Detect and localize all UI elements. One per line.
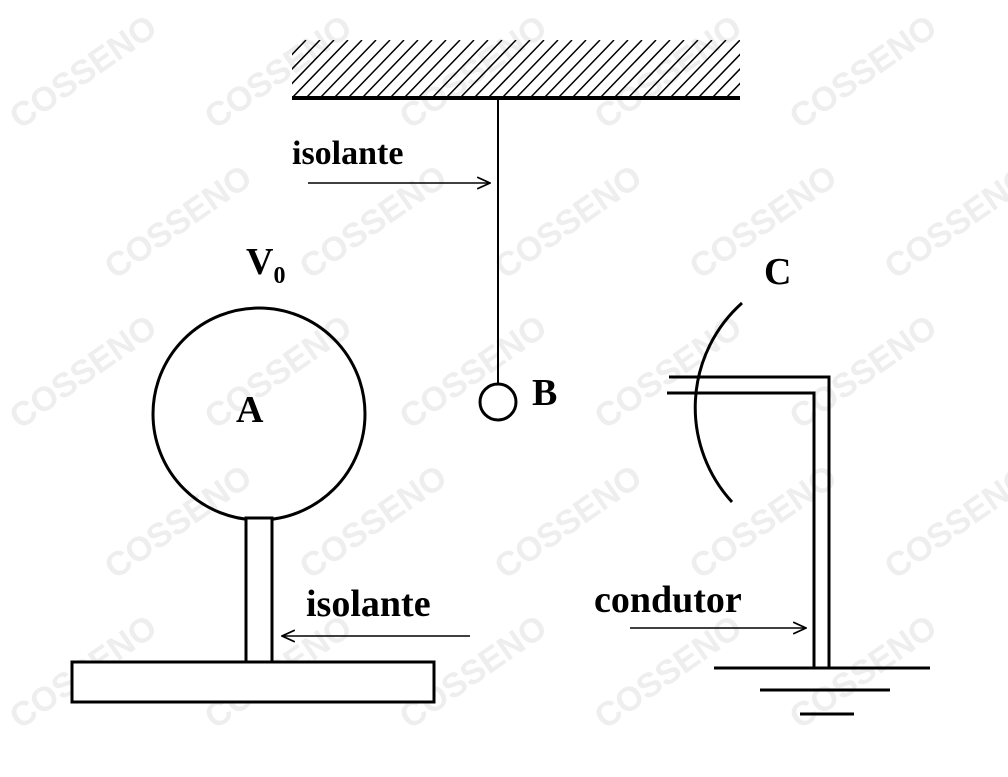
hatch-line <box>459 40 517 98</box>
hatch-line <box>754 40 810 98</box>
hatch-line <box>305 40 363 98</box>
watermark-text: COSSENO <box>783 8 944 137</box>
watermark-text: COSSENO <box>488 458 649 587</box>
hatch-line <box>445 40 503 98</box>
watermark-text: COSSENO <box>878 458 1008 587</box>
watermark-text: COSSENO <box>393 308 554 437</box>
label-sphere-b: B <box>532 372 557 414</box>
hatch-line <box>347 40 405 98</box>
hatch-line <box>319 40 377 98</box>
hatch-line <box>292 40 349 98</box>
hatch-line <box>725 82 740 98</box>
sphere-a-assembly <box>70 306 436 704</box>
hatch-line <box>333 40 391 98</box>
hatch-line <box>655 40 713 98</box>
hatch-line <box>669 40 727 98</box>
hatch-line <box>599 40 657 98</box>
watermark-text: COSSENO <box>588 308 749 437</box>
watermark-text: COSSENO <box>488 158 649 287</box>
hatch-line <box>543 40 601 98</box>
hatch-line <box>375 40 433 98</box>
watermark-text: COSSENO <box>98 458 259 587</box>
hatch-line <box>292 40 307 56</box>
hatch-line <box>697 53 740 98</box>
watermark-text: COSSENO <box>3 8 164 137</box>
hatch-line <box>585 40 643 98</box>
hatch-line <box>627 40 685 98</box>
hatch-line <box>557 40 615 98</box>
hatch-line <box>403 40 461 98</box>
hatch-line <box>389 40 447 98</box>
small-sphere-b <box>478 382 518 422</box>
ground-symbol <box>714 666 930 716</box>
watermark-text: COSSENO <box>783 308 944 437</box>
hatch-line <box>292 40 321 71</box>
hatch-line <box>641 40 699 98</box>
insulating-stand <box>244 516 274 664</box>
hatch-line <box>361 40 419 98</box>
label-condutor: condutor <box>594 579 742 621</box>
hatch-line <box>417 40 475 98</box>
label-isolante-bottom: isolante <box>306 583 431 625</box>
hatch-line <box>739 96 740 98</box>
base-plate <box>70 660 436 704</box>
watermark-text: COSSENO <box>293 158 454 287</box>
label-sphere-a: A <box>236 389 264 431</box>
label-potential-v: V <box>246 241 274 283</box>
hatch-line <box>613 40 671 98</box>
watermark-text: COSSENO <box>198 8 359 137</box>
ceiling-hatching <box>292 40 810 98</box>
watermark-text: COSSENO <box>293 458 454 587</box>
hatch-line <box>487 40 545 98</box>
hatch-line <box>683 40 740 98</box>
watermark-text: COSSENO <box>783 608 944 737</box>
hatch-line <box>473 40 531 98</box>
watermark-text: COSSENO <box>98 158 259 287</box>
watermark-text: COSSENO <box>588 8 749 137</box>
watermark-text: COSSENO <box>3 308 164 437</box>
hatch-line <box>571 40 629 98</box>
hatch-line <box>431 40 489 98</box>
watermark-text: COSSENO <box>878 158 1008 287</box>
watermark-text: COSSENO <box>683 458 844 587</box>
label-isolante-top: isolante <box>292 135 403 172</box>
label-potential-v0: V0 <box>246 241 285 289</box>
conducting-shell-c <box>693 301 743 504</box>
watermark-text: COSSENO <box>588 608 749 737</box>
watermark-text: COSSENO <box>198 308 359 437</box>
watermark-text: COSSENO <box>393 8 554 137</box>
hatch-line <box>529 40 587 98</box>
hatch-line <box>292 40 335 85</box>
label-potential-subscript: 0 <box>273 263 285 289</box>
hatch-line <box>711 67 740 98</box>
ceiling <box>292 40 810 100</box>
watermark-layer: COSSENO COSSENO COSSENO COSSENO COSSENO COSSE… <box>3 8 1008 737</box>
label-shell-c: C <box>764 251 791 293</box>
hatch-line <box>501 40 559 98</box>
hatch-line <box>515 40 573 98</box>
